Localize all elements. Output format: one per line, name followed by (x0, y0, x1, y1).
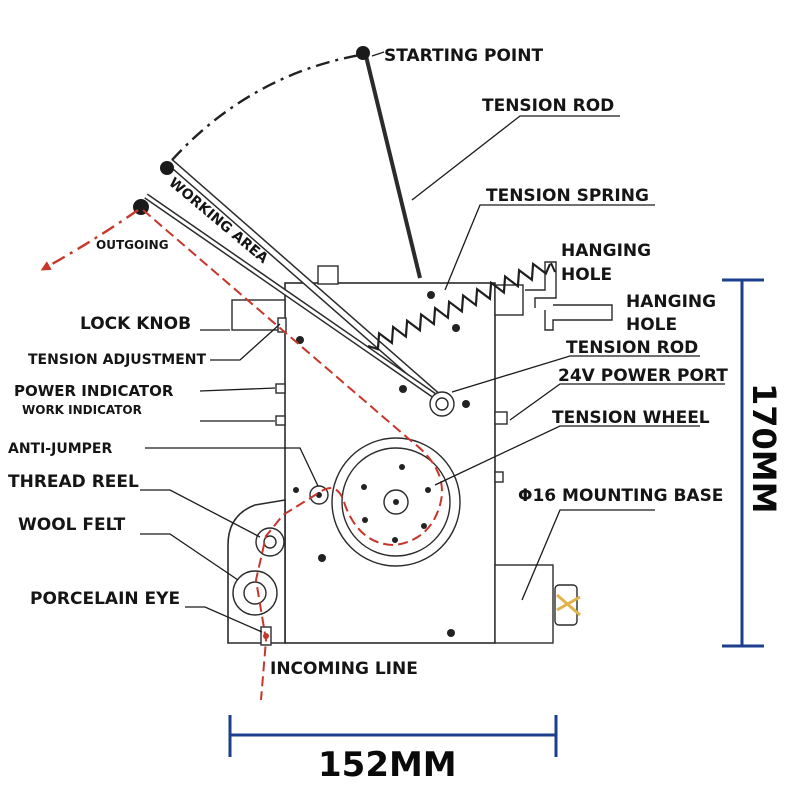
label-mounting-base: Φ16 MOUNTING BASE (518, 486, 723, 506)
label-power-indicator: POWER INDICATOR (14, 382, 174, 400)
label-tension-rod-top: TENSION ROD (482, 96, 614, 116)
label-hanging-hole-2a: HANGING (626, 292, 716, 312)
width-dimension (228, 715, 558, 757)
label-porcelain-eye: PORCELAIN EYE (30, 589, 180, 609)
power-indicator-lamp (275, 383, 286, 394)
label-incoming-line: INCOMING LINE (270, 659, 418, 679)
label-lock-knob: LOCK KNOB (80, 314, 191, 334)
wool-felt (232, 570, 278, 616)
thread-path (142, 209, 443, 701)
label-wool-felt: WOOL FELT (18, 515, 126, 535)
label-tension-adjustment: TENSION ADJUSTMENT (28, 352, 206, 368)
label-tension-spring: TENSION SPRING (486, 186, 649, 206)
tension-rod-pivot (429, 391, 470, 417)
label-work-indicator: WORK INDICATOR (22, 403, 142, 417)
hanging-bracket-1 (525, 261, 557, 308)
tension-rod-working (133, 158, 448, 407)
height-dimension (722, 278, 764, 648)
height-dimension-label: 170MM (745, 383, 783, 513)
label-outgoing: OUTGOING (96, 238, 169, 252)
side-bump (494, 471, 504, 483)
top-bracket (317, 265, 339, 285)
mounting-block (494, 564, 554, 644)
label-thread-reel: THREAD REEL (8, 472, 139, 492)
label-power-port: 24V POWER PORT (558, 366, 728, 386)
tension-rod-vertical (356, 46, 422, 279)
power-port (494, 411, 508, 425)
outgoing-arc (40, 209, 139, 271)
mounting-screw (554, 584, 581, 626)
device-body (227, 261, 613, 644)
plate-holes (293, 291, 460, 637)
label-hanging-hole-1b: HOLE (561, 265, 612, 285)
label-tension-wheel: TENSION WHEEL (552, 408, 710, 428)
label-anti-jumper: ANTI-JUMPER (8, 441, 112, 457)
label-tension-rod-mid: TENSION ROD (566, 338, 698, 358)
label-hanging-hole-1a: HANGING (561, 241, 651, 261)
tension-spring (367, 261, 552, 351)
hanging-bracket-2 (544, 304, 613, 331)
swing-arc (171, 53, 361, 161)
label-starting-point: STARTING POINT (384, 46, 543, 66)
width-dimension-label: 152MM (318, 745, 457, 785)
lock-knob[interactable] (231, 299, 286, 331)
label-hanging-hole-2b: HOLE (626, 315, 677, 335)
work-indicator-lamp (275, 415, 286, 426)
leader-lines (140, 51, 725, 633)
